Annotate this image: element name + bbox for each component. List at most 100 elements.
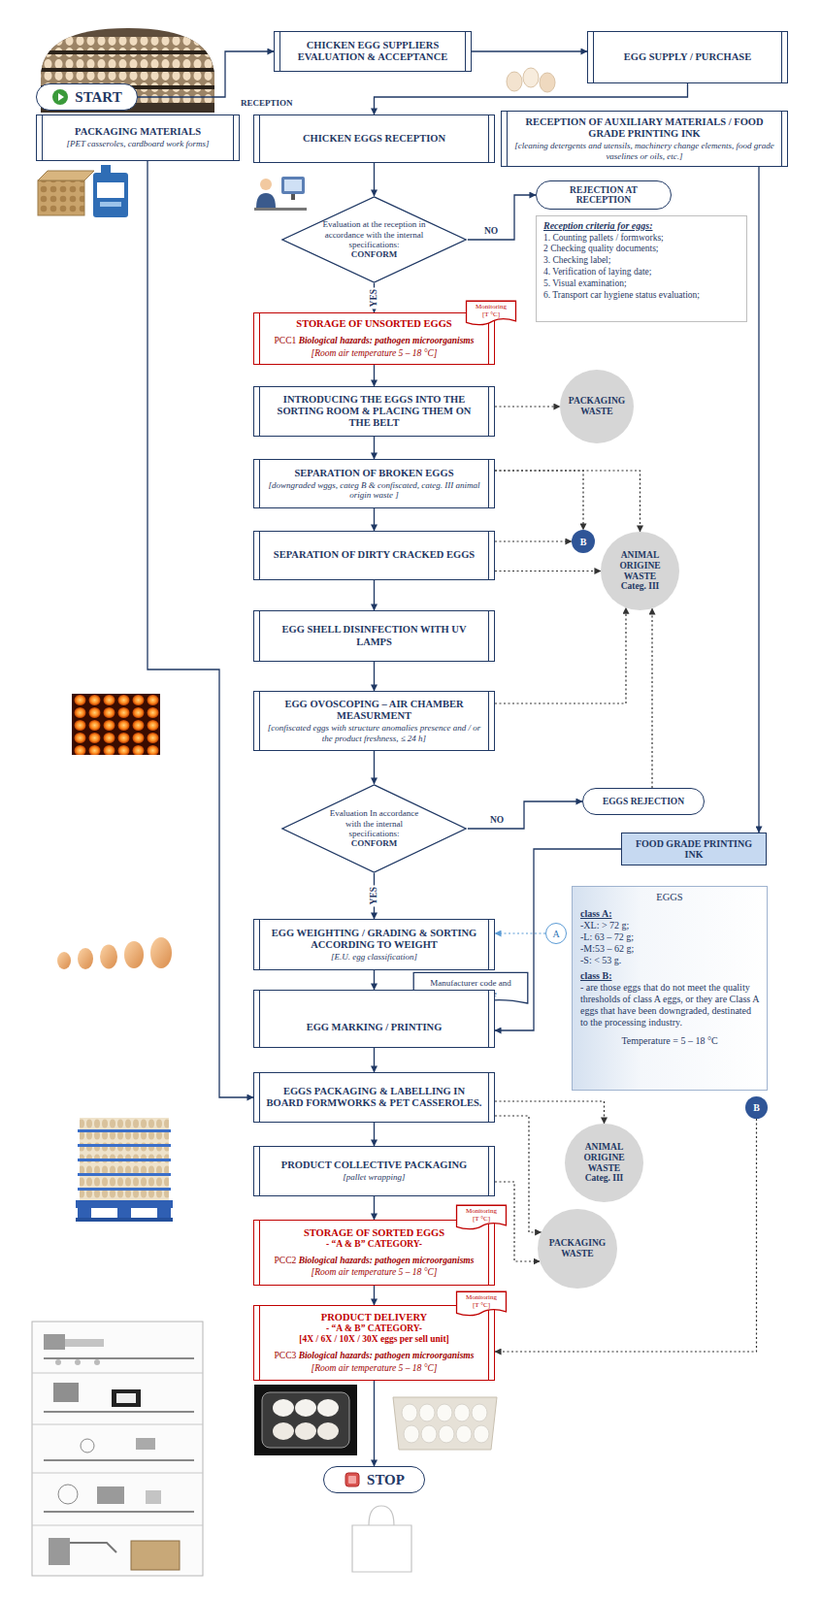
text-block: EGG MARKING / PRINTING (265, 1021, 483, 1034)
edge-label: YES (368, 885, 379, 907)
node-text: PCC3 (274, 1350, 297, 1361)
node-text: [PET casseroles, cardboard work forms] (48, 138, 228, 149)
node-text: PACKAGING WASTE (544, 1238, 611, 1260)
text-block: PACKAGING WASTE (544, 1238, 611, 1260)
node-text: Evaluation at the reception in accordanc… (322, 219, 427, 250)
connector (373, 436, 375, 460)
node-text: B (753, 1102, 760, 1114)
criteria-box: Reception criteria for eggs:1. Counting … (535, 215, 748, 323)
node-text: Biological hazards: pathogen microorgani… (298, 335, 475, 346)
monitoring-flag: Monitoring [T °C] (456, 1205, 507, 1231)
edge-label: YES (368, 287, 379, 309)
node-text: Reception criteria for eggs: (543, 220, 740, 233)
node-text: EGGS REJECTION (602, 796, 685, 807)
text-block: B (580, 536, 588, 548)
node-text: ANIMAL ORIGINE WASTE (572, 1142, 637, 1175)
text-block: RECEPTION OF AUXILIARY MATERIALS / FOOD … (513, 116, 776, 162)
egg-carton-photo (390, 1384, 500, 1456)
node-text: CONFORM (322, 249, 427, 260)
node-text: STORAGE OF UNSORTED EGGS (265, 318, 483, 330)
terminal-pill: STOP (323, 1466, 426, 1494)
node-text: STORAGE OF SORTED EGGS (265, 1227, 483, 1240)
node-text: EGGS (580, 891, 759, 905)
node-text: [E.U. egg classification] (265, 952, 483, 962)
text-block: EGGS PACKAGING & LABELLING IN BOARD FORM… (265, 1085, 483, 1110)
text-block: EGG WEIGHTING / GRADING & SORTING ACCORD… (265, 927, 483, 962)
node-text: [Room air temperature 5 – 18 °C] (265, 1363, 483, 1375)
node-text: Categ. III (608, 581, 673, 592)
node-text: EGG SUPPLY / PURCHASE (599, 51, 776, 64)
text-block: ANIMAL ORIGINE WASTECateg. III (608, 550, 673, 593)
text-block: Monitoring [T °C] (461, 1208, 501, 1223)
connector (471, 50, 588, 52)
node-text: -L: 63 – 72 g; (580, 931, 759, 944)
node-text: Biological hazards: pathogen microorgani… (298, 1350, 475, 1361)
node-text: CHICKEN EGG SUPPLIERS EVALUATION & ACCEP… (286, 39, 460, 64)
connector (494, 932, 546, 934)
text-block: B (753, 1102, 760, 1114)
waste-circle: ANIMAL ORIGINE WASTECateg. III (600, 531, 680, 611)
text-block: START (74, 89, 122, 106)
text-block: FOOD GRADE PRINTING INK (627, 838, 760, 861)
text-block: EGG SUPPLY / PURCHASE (599, 51, 776, 64)
connector (494, 540, 572, 542)
terminal-pill: EGGS REJECTION (582, 788, 705, 816)
node-text: PACKAGING MATERIALS (48, 126, 228, 138)
process-box: EGG SHELL DISINFECTION WITH UV LAMPS (253, 610, 495, 662)
text-block: A (552, 928, 559, 940)
node-text: STOP (366, 1472, 405, 1489)
node-text: 2 Checking quality documents; (543, 243, 740, 256)
edge-label: NO (482, 226, 500, 236)
text-block: CHICKEN EGGS RECEPTION (265, 132, 483, 145)
decision-diamond: Evaluation In accordance with the intern… (280, 784, 468, 874)
ccp-box: PRODUCT DELIVERY- “A & B” CATEGORY-[4X /… (253, 1305, 495, 1381)
node-text: EGGS PACKAGING & LABELLING IN BOARD FORM… (265, 1085, 483, 1110)
text-block: Evaluation at the reception in accordanc… (322, 219, 427, 260)
node-text: ANIMAL ORIGINE WASTE (608, 550, 673, 583)
node-text: PCC1 (274, 335, 297, 346)
connector (494, 1101, 605, 1124)
connector (373, 508, 375, 531)
node-text: Evaluation In accordance with the intern… (322, 808, 427, 839)
connector (373, 163, 375, 197)
node-text: [4X / 6X / 10X / 30X eggs per sell unit] (265, 1334, 483, 1346)
node-text: EGG SHELL DISINFECTION WITH UV LAMPS (265, 623, 483, 648)
eggs-icon (506, 67, 556, 93)
text-block: ANIMAL ORIGINE WASTECateg. III (572, 1142, 637, 1185)
input-box: FOOD GRADE PRINTING INK (621, 832, 767, 866)
pallet-photo (75, 1117, 173, 1222)
waste-circle: PACKAGING WASTE (559, 369, 634, 444)
connector (373, 580, 375, 611)
text-block: EGG SHELL DISINFECTION WITH UV LAMPS (265, 623, 483, 648)
connector (373, 1122, 375, 1147)
text-line: PCC3Biological hazards: pathogen microor… (265, 1345, 483, 1363)
connector (373, 1048, 375, 1073)
text-block: Monitoring [T °C] (461, 1294, 501, 1310)
text-line: PCC2Biological hazards: pathogen microor… (265, 1249, 483, 1268)
process-box: CHICKEN EGGS RECEPTION (253, 114, 495, 164)
text-block: STOP (366, 1472, 405, 1489)
text-block: STORAGE OF SORTED EGGS- “A & B” CATEGORY… (265, 1227, 483, 1279)
node-text: A (552, 928, 559, 940)
connector-circle: B (745, 1096, 768, 1119)
text-block: PACKAGING WASTE (563, 395, 630, 418)
node-text: - “A & B” CATEGORY- (265, 1239, 483, 1250)
waste-circle: ANIMAL ORIGINE WASTECateg. III (564, 1123, 644, 1203)
connector (494, 570, 601, 572)
operator-icon (254, 176, 307, 211)
node-text: Temperature = 5 – 18 °C (580, 1035, 759, 1048)
ccp-box: STORAGE OF UNSORTED EGGS PCC1Biological h… (253, 312, 495, 365)
node-text: Monitoring [T °C] (461, 1208, 501, 1223)
node-text: RECEPTION OF AUXILIARY MATERIALS / FOOD … (513, 116, 776, 140)
connector (373, 1380, 375, 1467)
connector (373, 751, 375, 785)
node-text: PRODUCT COLLECTIVE PACKAGING (265, 1159, 483, 1172)
node-text: FOOD GRADE PRINTING INK (627, 838, 760, 861)
node-text: [Room air temperature 5 – 18 °C] (265, 348, 483, 360)
node-text: 5. Visual examination; (543, 278, 740, 291)
monitoring-flag: Monitoring [T °C] (456, 1291, 507, 1317)
node-text: PACKAGING WASTE (563, 395, 630, 418)
node-text: PRODUCT DELIVERY (265, 1312, 483, 1324)
node-text: PCC2 (274, 1255, 297, 1266)
node-text: INTRODUCING THE EGGS INTO THE SORTING RO… (265, 394, 483, 429)
